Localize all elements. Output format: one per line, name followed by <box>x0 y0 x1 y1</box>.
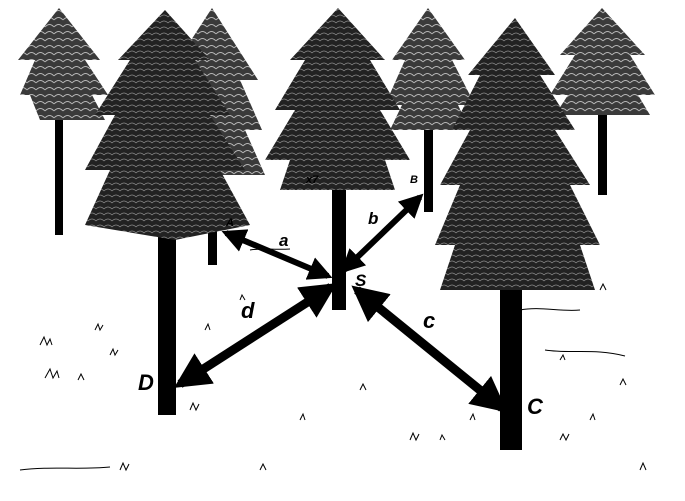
tree-s <box>265 8 410 310</box>
arrow-b <box>344 197 420 270</box>
arrow-d <box>180 287 331 384</box>
tree-label-s: S <box>355 272 366 289</box>
distance-label-b: b <box>368 210 378 227</box>
distance-label-d: d <box>241 300 254 322</box>
distance-label-a: a <box>279 232 288 249</box>
tree-label-b: B <box>410 175 418 186</box>
arrow-a <box>226 233 328 276</box>
tree-label-a: A <box>226 218 234 229</box>
distance-label-c: c <box>423 310 435 332</box>
background-tree-far-left <box>18 8 108 235</box>
tree-label-c: C <box>527 396 543 418</box>
tree-number-tag: x7 <box>306 175 318 186</box>
tree-label-d: D <box>138 372 154 394</box>
